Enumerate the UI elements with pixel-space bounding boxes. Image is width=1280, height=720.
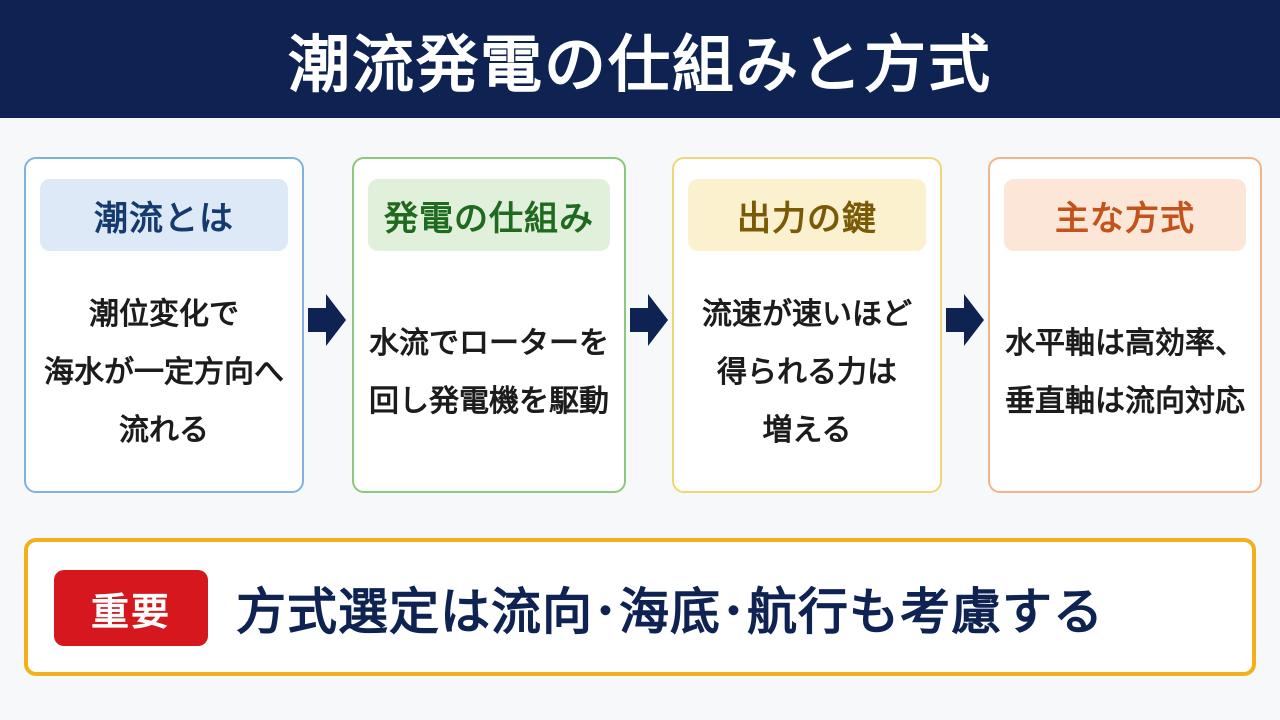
card-body: 潮位変化で 海水が一定方向へ 流れる — [44, 297, 284, 448]
card-title: 発電の仕組み — [368, 179, 610, 251]
important-note-text: 方式選定は流向･海底･航行も考慮する — [236, 583, 1104, 641]
header-banner: 潮流発電の仕組みと方式 — [0, 0, 1280, 118]
page-title: 潮流発電の仕組みと方式 — [287, 28, 992, 101]
card-body: 水平軸は高効率、 垂直軸は流向対応 — [1005, 326, 1245, 419]
card-title: 潮流とは — [40, 179, 288, 251]
important-badge: 重要 — [54, 570, 208, 646]
card-main-methods: 主な方式 水平軸は高効率、 垂直軸は流向対応 — [988, 157, 1262, 493]
arrow-right-icon — [630, 294, 668, 346]
card-body: 流速が速いほど 得られる力は 増える — [702, 297, 912, 448]
card-title: 出力の鍵 — [688, 179, 926, 251]
card-what-is-tidal-current: 潮流とは 潮位変化で 海水が一定方向へ 流れる — [24, 157, 304, 493]
card-generation-mechanism: 発電の仕組み 水流でローターを 回し発電機を駆動 — [352, 157, 626, 493]
card-output-key: 出力の鍵 流速が速いほど 得られる力は 増える — [672, 157, 942, 493]
card-body: 水流でローターを 回し発電機を駆動 — [369, 326, 609, 419]
important-note-box: 重要 方式選定は流向･海底･航行も考慮する — [24, 538, 1256, 676]
card-title: 主な方式 — [1004, 179, 1246, 251]
arrow-right-icon — [308, 294, 346, 346]
arrow-right-icon — [946, 294, 984, 346]
